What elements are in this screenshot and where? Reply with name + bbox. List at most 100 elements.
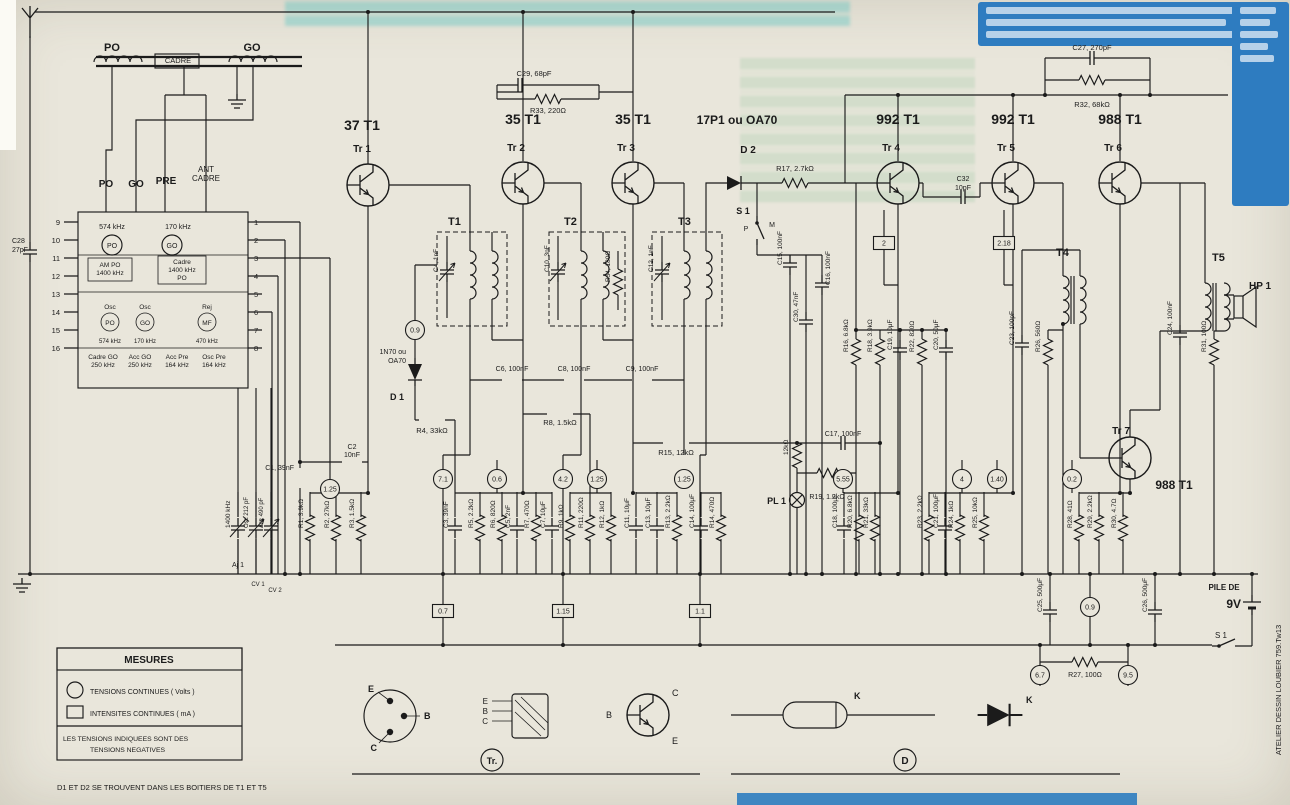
t1-primary-coil (469, 250, 477, 300)
schematic-label: PO (107, 243, 118, 250)
schematic-label: C21, 100μF (933, 494, 940, 528)
res-r27 (1071, 656, 1099, 668)
res-r11 (584, 514, 596, 542)
t2-primary-coil (580, 250, 588, 300)
diode-symbol-icon (976, 702, 1024, 728)
current-value: 2.18 (997, 240, 1011, 247)
schematic-label: 250 kHz (91, 362, 115, 369)
schematic-label: R23, 2.2kΩ (917, 495, 924, 528)
current-value: 1.15 (556, 608, 570, 615)
res-r13 (671, 514, 683, 542)
schematic-label: T3 (678, 216, 691, 228)
schematic-label: 164 kHz (202, 362, 226, 369)
schematic-label: C20, 50μF (933, 319, 940, 350)
schematic-label: GO (243, 42, 261, 54)
ma-symbol-icon (66, 705, 84, 719)
schematic-label: 14 (52, 308, 60, 317)
res-r33 (534, 93, 562, 105)
diode-package-icon (782, 701, 848, 729)
res-r5 (474, 514, 486, 542)
pinout-b-label: B (424, 711, 431, 721)
bandswitch-unit-box (77, 211, 249, 389)
mesures-note-line2: TENSIONS NEGATIVES (90, 747, 165, 754)
schematic-label: OA70 (388, 358, 406, 365)
schematic-label: C28 (12, 238, 25, 245)
schematic-label: CADRE (165, 56, 191, 65)
wire-buses (18, 11, 1258, 646)
t2-shield-box (548, 231, 626, 327)
schematic-label: CV 1 (251, 582, 265, 588)
res-r28 (1073, 514, 1085, 542)
schematic-label: C4, 1nF (433, 249, 440, 272)
cap-c13 (649, 517, 665, 539)
pinout-e-label: E (368, 684, 374, 694)
schematic-label: Tr 4 (882, 143, 900, 154)
res-r31 (1208, 338, 1220, 366)
transistor-tr3 (611, 161, 655, 205)
volts-symbol-icon (66, 681, 84, 699)
trimmer-c10 (549, 261, 567, 283)
schematic-label: 988 T1 (1098, 111, 1142, 127)
current-measurement (992, 235, 1016, 251)
schematic-label: C13, 10μF (645, 497, 652, 528)
voltage-value: 6.7 (1035, 672, 1045, 679)
current-measurement (551, 603, 575, 619)
cap-c15 (782, 254, 798, 276)
schematic-label: 16 (52, 344, 60, 353)
schematic-label: C7, 10μF (540, 501, 547, 528)
schematic-label: Tr 1 (353, 144, 371, 155)
schematic-label: 164 kHz (165, 362, 189, 369)
schematic-label: R24, 1kΩ (948, 501, 955, 528)
res-12k (791, 441, 803, 469)
t3-primary-coil (683, 250, 691, 300)
speaker-hp1 (1233, 286, 1257, 328)
voltage-value: 0.2 (1067, 476, 1077, 483)
transistor-symbol-icon (626, 693, 670, 737)
schematic-label: S 1 (1215, 631, 1228, 640)
schematic-label: 3 (254, 254, 258, 263)
schematic-label: 2 (254, 236, 258, 245)
schematic-label: S 1 (736, 206, 750, 216)
schematic-label: R17, 2.7kΩ (776, 164, 814, 173)
current-value: 2 (882, 240, 886, 247)
diode-legend: K K D (731, 691, 1120, 775)
cap-c5 (509, 517, 525, 539)
voltage-value: 1.40 (990, 476, 1004, 483)
schematic-label: 12 (52, 272, 60, 281)
schematic-label: 4 (254, 272, 258, 281)
schematic-footnote: D1 ET D2 SE TROUVENT DANS LES BOITIERS D… (57, 783, 267, 792)
transistor-tr6 (1098, 161, 1142, 205)
schematic-label: Osc Pre (202, 354, 226, 361)
cap-c25 (1042, 601, 1058, 623)
switch-s1 (754, 215, 765, 246)
schematic-label: 9 (56, 218, 60, 227)
t4-primary-coil (1062, 275, 1070, 325)
voltage-measurement (951, 468, 973, 490)
schematic-label: R9, 1kΩ (558, 504, 565, 528)
wire-if-stages (299, 12, 947, 645)
schematic-label: R2, 27kΩ (324, 501, 331, 528)
ground-cadre-icon (227, 93, 247, 109)
t5-secondary-coil (1223, 282, 1231, 332)
symbol-b-label: B (606, 710, 612, 720)
schematic-label: R25, 10kΩ (972, 497, 979, 528)
transistor-pinout-legend: E B C E B C B C E Tr. (352, 684, 700, 775)
diode-d1 (407, 357, 423, 387)
schematic-label: R13, 2.2kΩ (665, 495, 672, 528)
schematic-label: 250 kHz (128, 362, 152, 369)
voltage-value: 1.25 (590, 476, 604, 483)
cap-c11 (628, 517, 644, 539)
schematic-label: Rej (202, 304, 212, 311)
diode-package-k-label: K (854, 691, 861, 701)
current-measurement (688, 603, 712, 619)
schematic-label: 1N70 ou (380, 349, 407, 356)
schematic-label: Cadre (173, 259, 191, 266)
schematic-label: C1, 39nF (265, 465, 294, 472)
schematic-label: C19, 10μF (887, 319, 894, 350)
symbol-e-label: E (672, 736, 678, 746)
schematic-label: PRE (156, 176, 177, 187)
schematic-label: 5 (254, 290, 258, 299)
osc-po-circle (100, 312, 120, 332)
voltage-measurement (986, 468, 1008, 490)
